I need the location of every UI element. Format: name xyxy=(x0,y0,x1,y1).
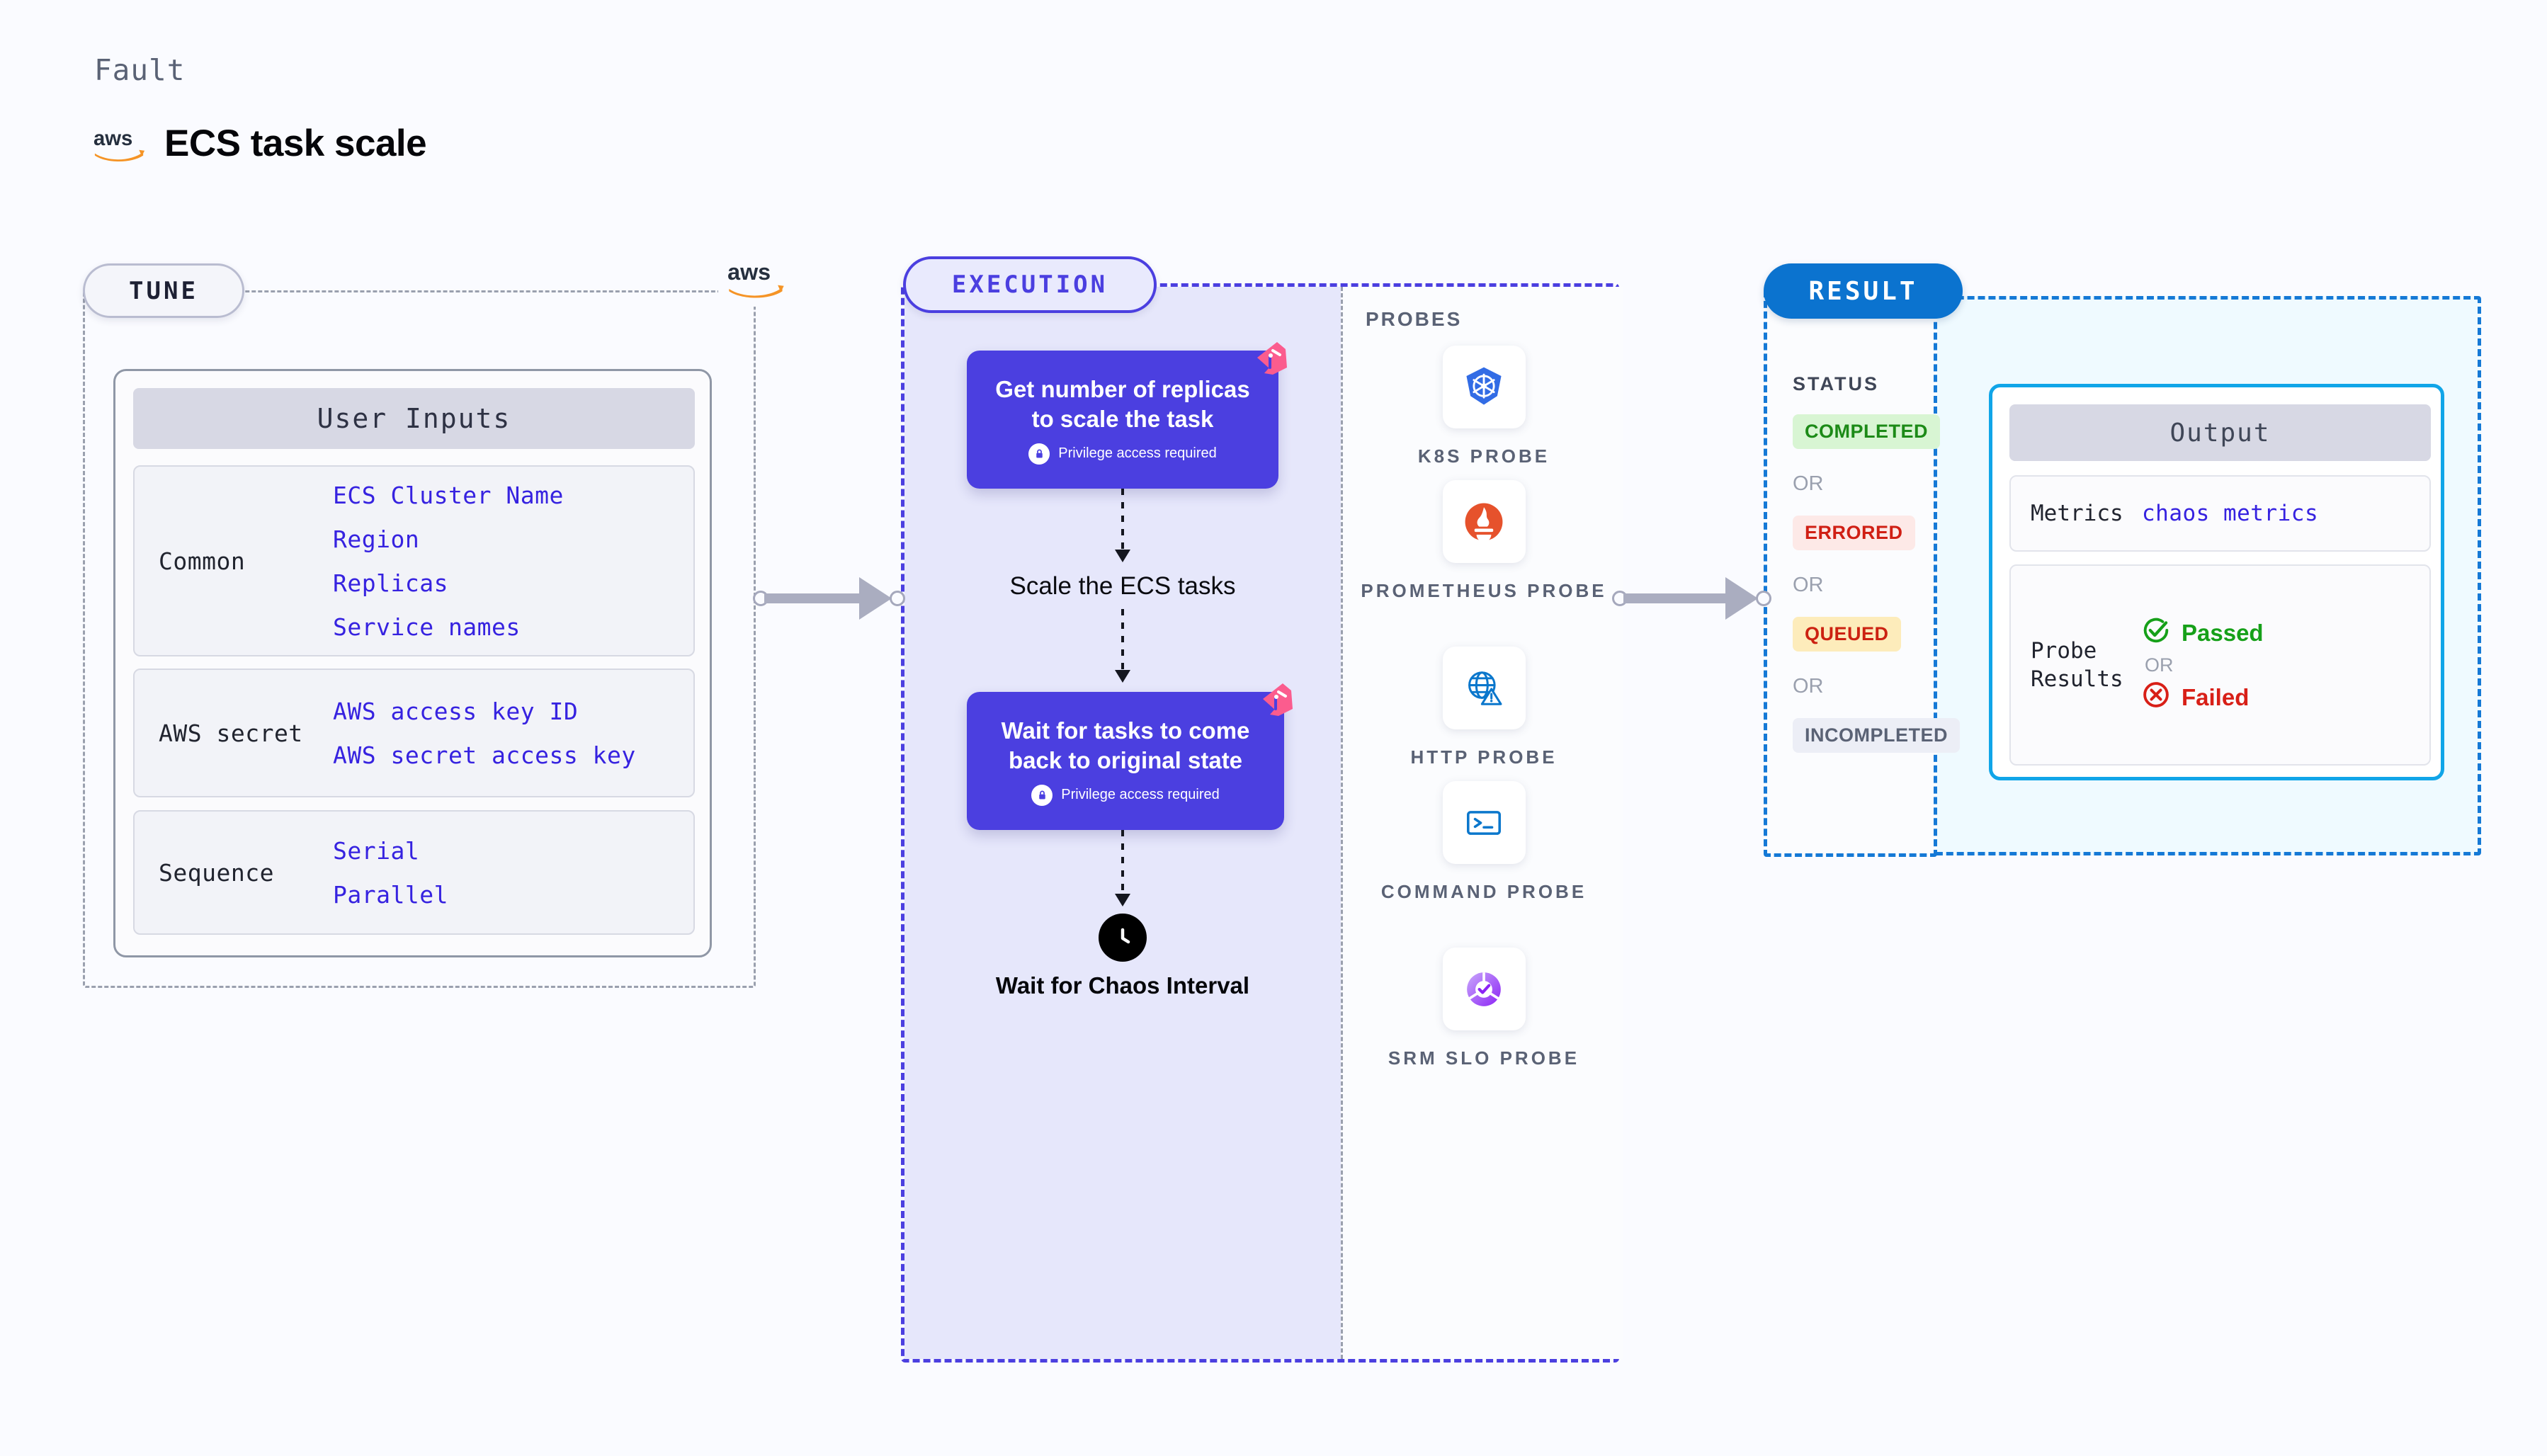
svg-text:aws: aws xyxy=(93,127,132,149)
probe-label: COMMAND PROBE xyxy=(1380,881,1587,902)
flow-arrowhead xyxy=(1115,550,1130,562)
input-value[interactable]: Serial xyxy=(333,836,420,865)
input-value[interactable]: Parallel xyxy=(333,880,448,909)
execution-step-card[interactable]: Wait for tasks to come back to original … xyxy=(967,683,1293,830)
step-title: Get number of replicas to scale the task xyxy=(995,376,1250,432)
input-group-aws-secret: AWS secret AWS access key ID AWS secret … xyxy=(133,669,695,797)
http-globe-icon xyxy=(1442,647,1526,729)
connector-execution-to-result xyxy=(1612,577,1771,620)
kubernetes-icon xyxy=(1442,346,1526,428)
probe-item-prometheus[interactable]: PROMETHEUS PROBE xyxy=(1343,480,1625,603)
probe-item-k8s[interactable]: K8S PROBE xyxy=(1343,346,1625,469)
input-value[interactable]: ECS Cluster Name xyxy=(333,481,564,509)
connector-tune-to-execution xyxy=(753,577,905,620)
flow-connector xyxy=(1121,609,1124,671)
clock-icon xyxy=(1099,914,1147,962)
privilege-note: Privilege access required xyxy=(1028,443,1217,465)
tune-pill[interactable]: TUNE xyxy=(83,263,244,318)
probe-label: K8S PROBE xyxy=(1417,445,1550,467)
output-row-label: Probe Results xyxy=(2031,637,2123,692)
x-circle-icon xyxy=(2142,681,2170,715)
execution-step-label: Scale the ECS tasks xyxy=(1009,572,1236,600)
probe-item-command[interactable]: COMMAND PROBE xyxy=(1343,781,1625,904)
execution-step-card[interactable]: Get number of replicas to scale the task… xyxy=(967,342,1287,489)
probe-item-srm-slo[interactable]: SRM SLO PROBE xyxy=(1343,948,1625,1071)
result-status-region: STATUS COMPLETED OR ERRORED OR QUEUED OR… xyxy=(1764,290,1961,857)
flow-connector xyxy=(1121,830,1124,895)
tune-vendor-aws-logo-icon: aws xyxy=(718,250,795,307)
input-value[interactable]: AWS access key ID xyxy=(333,697,579,725)
privilege-note: Privilege access required xyxy=(1031,784,1220,806)
prometheus-icon xyxy=(1442,480,1526,563)
flow-arrowhead xyxy=(1115,894,1130,906)
output-row-metrics: Metrics chaos metrics xyxy=(2009,475,2431,552)
user-inputs-header: User Inputs xyxy=(133,388,695,449)
or-separator: OR xyxy=(2145,654,2174,676)
step-title: Wait for tasks to come back to original … xyxy=(1001,717,1250,773)
execution-region: Get number of replicas to scale the task… xyxy=(901,283,1623,1363)
output-row-label: Metrics xyxy=(2031,500,2123,526)
probe-label: PROMETHEUS PROBE xyxy=(1361,580,1607,601)
input-group-label: AWS secret xyxy=(159,719,303,747)
page-title: ECS task scale xyxy=(164,123,427,164)
user-inputs-card: User Inputs Common ECS Cluster Name Regi… xyxy=(113,369,712,957)
connector-arrowhead xyxy=(859,577,892,620)
status-badge-completed: COMPLETED xyxy=(1793,414,1941,449)
connector-arrowhead xyxy=(1725,577,1758,620)
page-eyebrow: Fault xyxy=(94,53,186,87)
input-value[interactable]: Service names xyxy=(333,613,521,641)
connector-line xyxy=(764,593,874,603)
lock-icon xyxy=(1031,784,1053,806)
probe-result-label: Passed xyxy=(2182,619,2264,646)
input-value[interactable]: AWS secret access key xyxy=(333,741,636,769)
or-separator: OR xyxy=(1793,574,1824,596)
flow-connector xyxy=(1121,489,1124,551)
probe-item-http[interactable]: HTTP PROBE xyxy=(1343,647,1625,770)
or-separator: OR xyxy=(1793,472,1824,495)
chaos-badge-icon xyxy=(1254,681,1294,717)
status-heading: STATUS xyxy=(1793,373,1879,394)
probe-result-failed: Failed xyxy=(2142,681,2264,715)
input-group-label: Sequence xyxy=(159,858,274,887)
terminal-icon xyxy=(1442,781,1526,864)
input-group-common: Common ECS Cluster Name Region Replicas … xyxy=(133,465,695,656)
execution-flow-panel: Get number of replicas to scale the task… xyxy=(904,287,1341,1359)
probes-label: PROBES xyxy=(1366,308,1463,330)
lock-icon xyxy=(1028,443,1050,465)
execution-pill[interactable]: EXECUTION xyxy=(903,256,1157,313)
probe-label: HTTP PROBE xyxy=(1410,746,1558,768)
connector-line xyxy=(1623,593,1740,603)
flow-arrowhead xyxy=(1115,670,1130,683)
chaos-badge-icon xyxy=(1249,339,1288,376)
probe-label: SRM SLO PROBE xyxy=(1388,1047,1580,1069)
status-badge-incompleted: INCOMPLETED xyxy=(1793,718,1961,753)
output-header: Output xyxy=(2009,404,2431,461)
privilege-text: Privilege access required xyxy=(1058,445,1217,462)
output-row-value[interactable]: chaos metrics xyxy=(2142,501,2319,526)
input-value[interactable]: Replicas xyxy=(333,569,448,597)
tune-region xyxy=(83,290,756,988)
input-value[interactable]: Region xyxy=(333,525,420,553)
privilege-text: Privilege access required xyxy=(1061,787,1220,803)
connector-end-dot xyxy=(1756,591,1771,606)
probe-result-passed: Passed xyxy=(2142,616,2264,650)
connector-end-dot xyxy=(890,591,905,606)
input-group-sequence: Sequence Serial Parallel xyxy=(133,810,695,935)
or-separator: OR xyxy=(1793,675,1824,698)
output-card: Output Metrics chaos metrics Probe Resul… xyxy=(1989,384,2444,780)
output-row-probe-results: Probe Results Passed OR xyxy=(2009,564,2431,766)
srm-slo-icon xyxy=(1442,948,1526,1030)
aws-logo-icon: aws xyxy=(92,124,147,164)
input-group-label: Common xyxy=(159,547,246,575)
result-pill[interactable]: RESULT xyxy=(1764,263,1963,319)
page-header: aws ECS task scale xyxy=(92,122,427,165)
probe-result-label: Failed xyxy=(2182,683,2250,710)
check-circle-icon xyxy=(2142,616,2170,650)
status-badge-queued: QUEUED xyxy=(1793,617,1901,652)
clock-caption: Wait for Chaos Interval xyxy=(995,972,1250,999)
status-badge-errored: ERRORED xyxy=(1793,516,1915,550)
svg-text:aws: aws xyxy=(727,259,771,285)
probes-panel: PROBES K8S PROBE xyxy=(1341,287,1623,1359)
